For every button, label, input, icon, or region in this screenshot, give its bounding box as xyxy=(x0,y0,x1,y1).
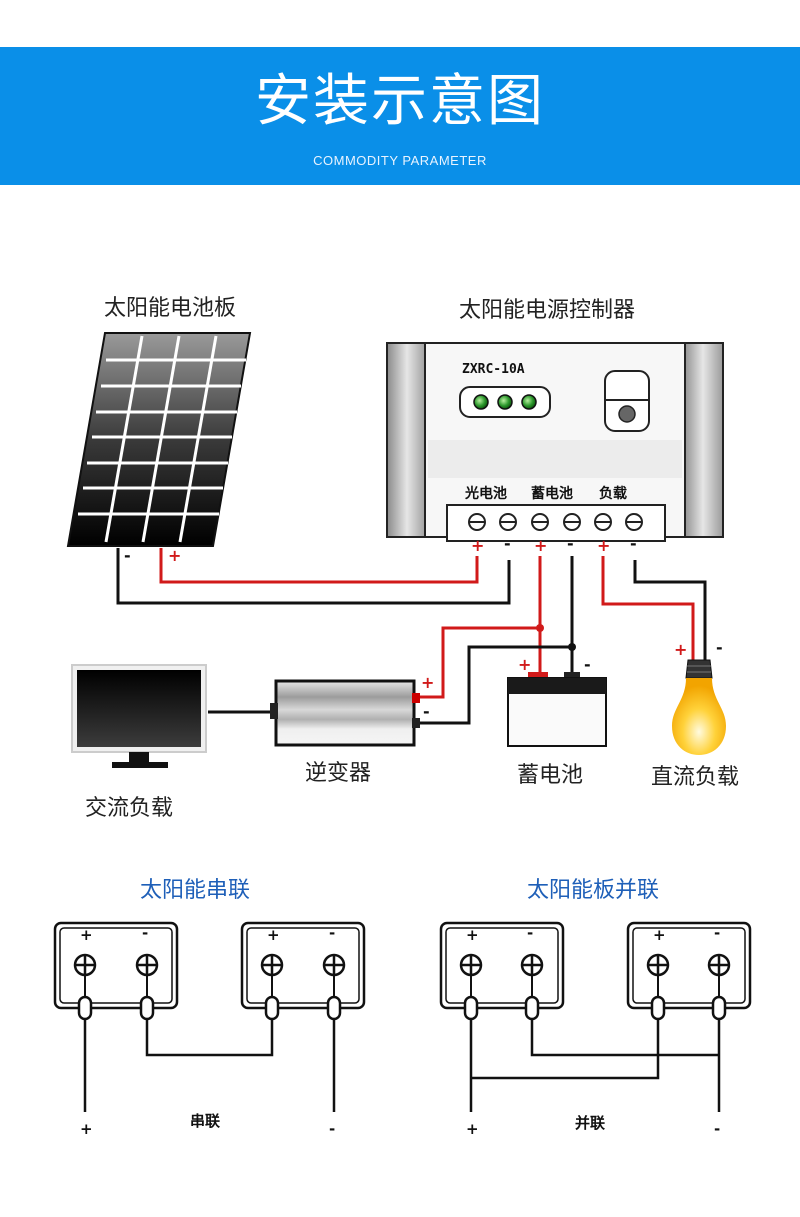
series-caption: 串联 xyxy=(190,1112,221,1130)
page-title: 安装示意图 xyxy=(255,69,545,134)
series-output-positive: + xyxy=(80,1120,93,1138)
inverter-negative-sign: - xyxy=(423,702,430,721)
parallel-title: 太阳能板并联 xyxy=(527,878,660,903)
battery-label: 蓄电池 xyxy=(517,763,584,788)
series-panel1-negative: - xyxy=(142,924,149,942)
led-indicator-3 xyxy=(521,394,537,410)
wires xyxy=(116,548,707,725)
charge-controller xyxy=(386,342,724,542)
panel-negative-sign: - xyxy=(124,546,131,565)
series-terminals xyxy=(73,953,346,1021)
bulb-positive-sign: + xyxy=(674,640,688,659)
battery xyxy=(507,672,607,747)
page-subtitle: COMMODITY PARAMETER xyxy=(313,153,487,168)
parallel-diagram xyxy=(439,921,752,1112)
parallel-panel1-negative: - xyxy=(527,924,534,942)
inverter xyxy=(270,679,420,747)
parallel-terminals xyxy=(459,953,731,1021)
series-output-negative: - xyxy=(329,1120,336,1138)
port-group-load: 负载 xyxy=(599,486,627,502)
series-panel2-negative: - xyxy=(329,924,336,942)
bulb-negative-sign: - xyxy=(716,638,723,657)
series-panel1-positive: + xyxy=(80,926,93,944)
port-group-battery: 蓄电池 xyxy=(531,486,573,502)
terminal-sign-2: - xyxy=(504,534,511,553)
series-title: 太阳能串联 xyxy=(140,878,251,903)
dc-load-bulb xyxy=(672,659,726,755)
parallel-panel1-positive: + xyxy=(466,926,479,944)
led-indicator-1 xyxy=(473,394,489,410)
series-diagram xyxy=(53,921,366,1112)
solar-panel xyxy=(66,332,252,547)
ac-load-label: 交流负载 xyxy=(85,796,174,821)
controller-label: 太阳能电源控制器 xyxy=(459,298,636,323)
parallel-panel2-positive: + xyxy=(653,926,666,944)
series-panel2-positive: + xyxy=(267,926,280,944)
terminal-sign-1: + xyxy=(471,536,485,555)
parallel-panel2-negative: - xyxy=(714,924,721,942)
controller-button xyxy=(618,405,636,423)
battery-positive-sign: + xyxy=(518,655,532,674)
parallel-caption: 并联 xyxy=(575,1114,606,1132)
led-indicator-2 xyxy=(497,394,513,410)
battery-negative-sign: - xyxy=(584,655,591,674)
terminal-sign-3: + xyxy=(534,536,548,555)
terminal-sign-6: - xyxy=(630,534,637,553)
dc-load-label: 直流负载 xyxy=(651,765,740,790)
ac-load-monitor xyxy=(71,664,207,768)
controller-model: ZXRC-10A xyxy=(462,362,525,377)
terminal-sign-4: - xyxy=(567,534,574,553)
parallel-output-positive: + xyxy=(466,1120,479,1138)
port-group-pv: 光电池 xyxy=(465,486,507,502)
terminal-sign-5: + xyxy=(597,536,611,555)
solar-panel-label: 太阳能电池板 xyxy=(104,296,237,321)
inverter-positive-sign: + xyxy=(421,673,435,692)
inverter-label: 逆变器 xyxy=(305,761,372,786)
header-banner: 安装示意图 COMMODITY PARAMETER xyxy=(0,47,800,185)
parallel-output-negative: - xyxy=(714,1120,721,1138)
panel-positive-sign: + xyxy=(168,546,182,565)
